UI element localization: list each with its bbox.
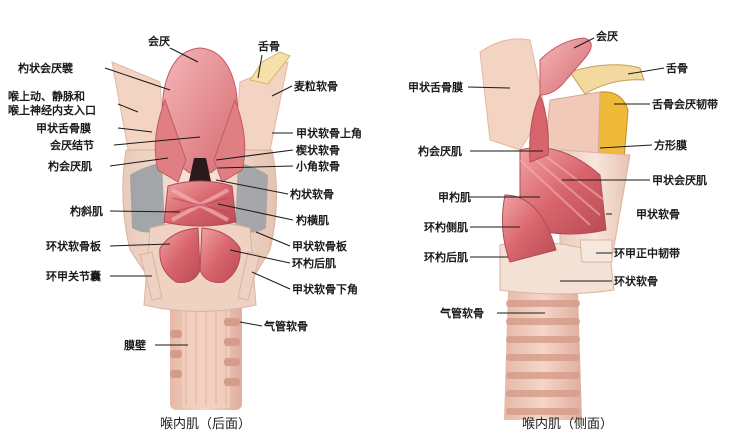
posterior-leaders bbox=[104, 47, 294, 346]
lateral-view bbox=[479, 37, 645, 420]
label-cricothyroid-joint: 环甲关节囊 bbox=[46, 269, 102, 283]
label-epiglottis-lateral: 会厌 bbox=[596, 29, 618, 43]
label-cricoid-lamina: 环状软骨板 bbox=[46, 239, 102, 253]
label-aryepiglottic-muscle-posterior: 杓会厌肌 bbox=[48, 159, 92, 173]
label-tracheal-cartilage-posterior: 气管软骨 bbox=[263, 319, 308, 333]
label-aryepiglottic-fold: 杓状会厌襞 bbox=[18, 61, 73, 75]
label-tracheal-cartilage-lateral: 气管软骨 bbox=[439, 306, 484, 320]
label-thyroarytenoid: 甲杓肌 bbox=[438, 190, 471, 204]
label-post-crico-arytenoid-lateral: 环杓后肌 bbox=[424, 250, 468, 264]
lateral-labels: 会厌 舌骨 甲状舌骨膜 舌骨会厌韧带 杓会厌肌 方形膜 甲状会厌肌 甲杓肌 甲状… bbox=[408, 29, 718, 432]
caption-posterior: 喉内肌（后面） bbox=[160, 416, 251, 432]
label-epiglottic-tubercle: 会厌结节 bbox=[50, 138, 94, 152]
posterior-labels: 会厌 舌骨 杓状会厌襞 麦粒软骨 喉上动、静脉和 喉上神经内支入口 甲状舌骨膜 … bbox=[8, 34, 362, 432]
label-hyoepiglottic-ligament: 舌骨会厌韧带 bbox=[652, 97, 718, 111]
label-transverse-arytenoid: 杓横肌 bbox=[296, 213, 329, 227]
label-aryepiglottic-muscle-lateral: 杓会厌肌 bbox=[418, 144, 462, 158]
label-membranous-wall: 膜壁 bbox=[124, 338, 146, 352]
label-sup-laryngeal-2: 喉上神经内支入口 bbox=[8, 103, 96, 117]
label-cricoid-cartilage: 环状软骨 bbox=[614, 274, 658, 288]
label-median-cricothyroid-lig: 环甲正中韧带 bbox=[614, 246, 680, 260]
posterior-trachea bbox=[170, 305, 242, 410]
lateral-trachea bbox=[504, 290, 582, 420]
lateral-hyoid bbox=[569, 64, 645, 95]
label-sup-laryngeal-1: 喉上动、静脉和 bbox=[8, 89, 85, 103]
label-thyroarytenoid-epi: 甲状会厌肌 bbox=[652, 173, 707, 187]
posterior-crico-arytenoid-left bbox=[159, 227, 201, 283]
lateral-epiglottis bbox=[539, 37, 592, 96]
lateral-crico-arytenoid bbox=[501, 194, 557, 263]
label-arytenoid: 杓状软骨 bbox=[290, 187, 334, 201]
label-thyroid-cartilage-lateral: 甲状软骨 bbox=[636, 207, 680, 221]
label-hyoid-posterior: 舌骨 bbox=[258, 39, 280, 53]
label-thyroid-lamina: 甲状软骨板 bbox=[292, 239, 348, 253]
lateral-leaders bbox=[467, 37, 665, 314]
posterior-view bbox=[111, 47, 291, 410]
lateral-aryepiglottic-muscle bbox=[529, 93, 549, 163]
label-post-crico-arytenoid-posterior: 环杓后肌 bbox=[292, 256, 336, 270]
caption-lateral: 喉内肌（侧面） bbox=[522, 416, 613, 432]
label-corniculate: 小角软骨 bbox=[295, 159, 340, 173]
posterior-crico-arytenoid-right bbox=[199, 227, 241, 283]
label-epiglottis-posterior: 会厌 bbox=[148, 34, 170, 48]
label-quadrangular-membrane: 方形膜 bbox=[654, 138, 687, 152]
label-hyoid-lateral: 舌骨 bbox=[666, 61, 688, 75]
label-lat-crico-arytenoid: 环杓侧肌 bbox=[424, 220, 468, 234]
label-inf-horn: 甲状软骨下角 bbox=[292, 282, 358, 296]
label-thyrohyoid-membrane-lateral: 甲状舌骨膜 bbox=[408, 80, 463, 94]
label-oblique-arytenoid: 杓斜肌 bbox=[70, 204, 103, 218]
label-triticeous: 麦粒软骨 bbox=[294, 79, 338, 93]
lateral-thyrohyoid-membrane bbox=[479, 38, 546, 151]
label-cuneiform: 楔状软骨 bbox=[296, 143, 340, 157]
label-thyrohyoid-membrane-posterior: 甲状舌骨膜 bbox=[36, 121, 91, 135]
label-sup-horn: 甲状软骨上角 bbox=[296, 126, 362, 140]
